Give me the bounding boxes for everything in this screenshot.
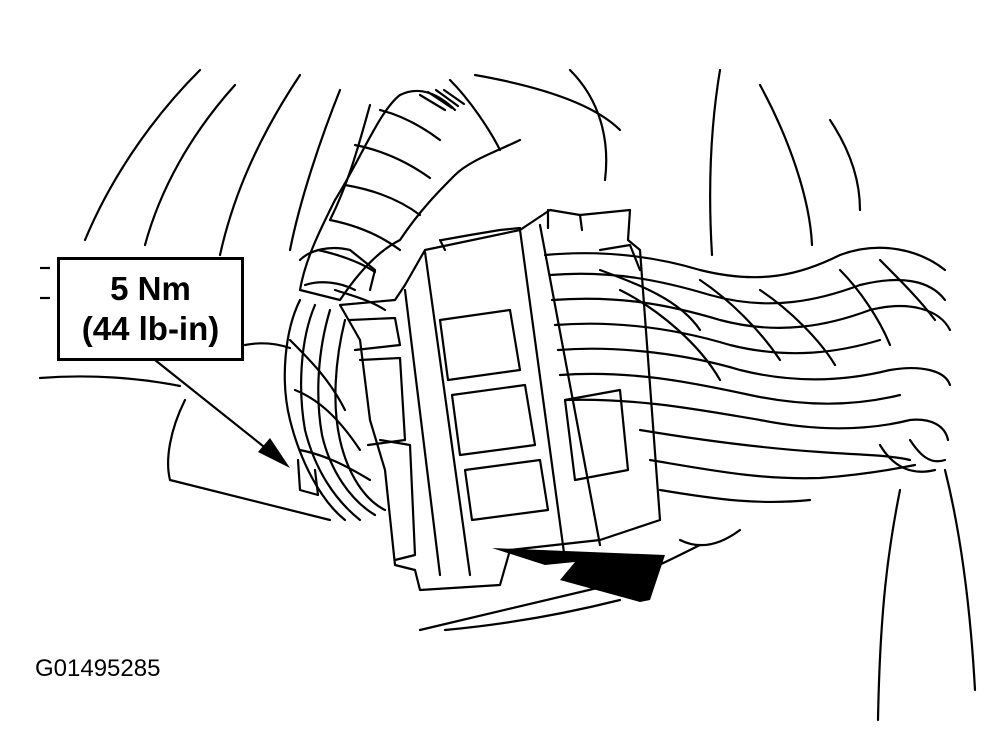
torque-lbin-label: (44 lb-in) bbox=[81, 310, 220, 347]
harness-sleeve bbox=[298, 88, 522, 302]
figure-id-label: G01495285 bbox=[35, 655, 161, 682]
background-contours bbox=[38, 68, 977, 722]
connector-body bbox=[338, 208, 662, 592]
torque-callout-box: 5 Nm (44 lb-in) bbox=[57, 257, 244, 361]
connector-arrow bbox=[492, 548, 665, 602]
callout-leader-line bbox=[153, 358, 270, 452]
callout-arrowhead bbox=[258, 438, 290, 468]
left-wires bbox=[283, 288, 387, 522]
torque-nm-label: 5 Nm bbox=[110, 270, 191, 307]
wire-bundle bbox=[543, 246, 952, 504]
